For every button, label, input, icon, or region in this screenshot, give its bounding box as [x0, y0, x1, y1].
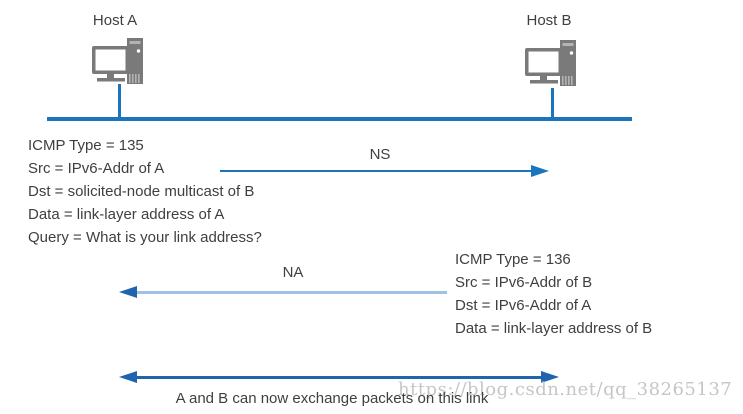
na-detail-line: Dst = IPv6-Addr of A — [455, 297, 592, 314]
na-arrow-line — [136, 291, 447, 294]
network-link-line — [47, 117, 632, 121]
caption-text: A and B can now exchange packets on this… — [175, 390, 489, 407]
exchange-arrowhead-right-icon — [541, 371, 559, 383]
ns-arrow-line — [220, 170, 531, 172]
ns-arrow-label: NS — [369, 146, 391, 163]
computer-icon-host-a — [92, 38, 143, 84]
na-arrowhead-icon — [119, 286, 137, 298]
ns-arrowhead-icon — [531, 165, 549, 177]
na-detail-line: ICMP Type = 136 — [455, 251, 571, 268]
ns-detail-line: Query = What is your link address? — [28, 229, 262, 246]
ns-detail-line: Src = IPv6-Addr of A — [28, 160, 165, 177]
host-b-label: Host B — [526, 12, 572, 29]
ns-detail-line: ICMP Type = 135 — [28, 137, 144, 154]
ns-detail-line: Data = link-layer address of A — [28, 206, 225, 223]
na-arrow-label: NA — [282, 264, 304, 281]
na-detail-line: Data = link-layer address of B — [455, 320, 653, 337]
host-b-drop-line — [551, 88, 554, 119]
host-a-label: Host A — [92, 12, 138, 29]
ns-detail-line: Dst = solicited-node multicast of B — [28, 183, 255, 200]
exchange-arrow-line — [136, 376, 541, 379]
watermark-text: https://blog.csdn.net/qq_38265137 — [398, 379, 733, 400]
computer-icon-host-b — [525, 40, 576, 86]
exchange-arrowhead-left-icon — [119, 371, 137, 383]
na-details-block: ICMP Type = 136 Src = IPv6-Addr of B Dst… — [455, 248, 652, 340]
host-a-drop-line — [118, 84, 121, 119]
ns-details-block: ICMP Type = 135 Src = IPv6-Addr of A Dst… — [28, 134, 262, 249]
na-detail-line: Src = IPv6-Addr of B — [455, 274, 593, 291]
